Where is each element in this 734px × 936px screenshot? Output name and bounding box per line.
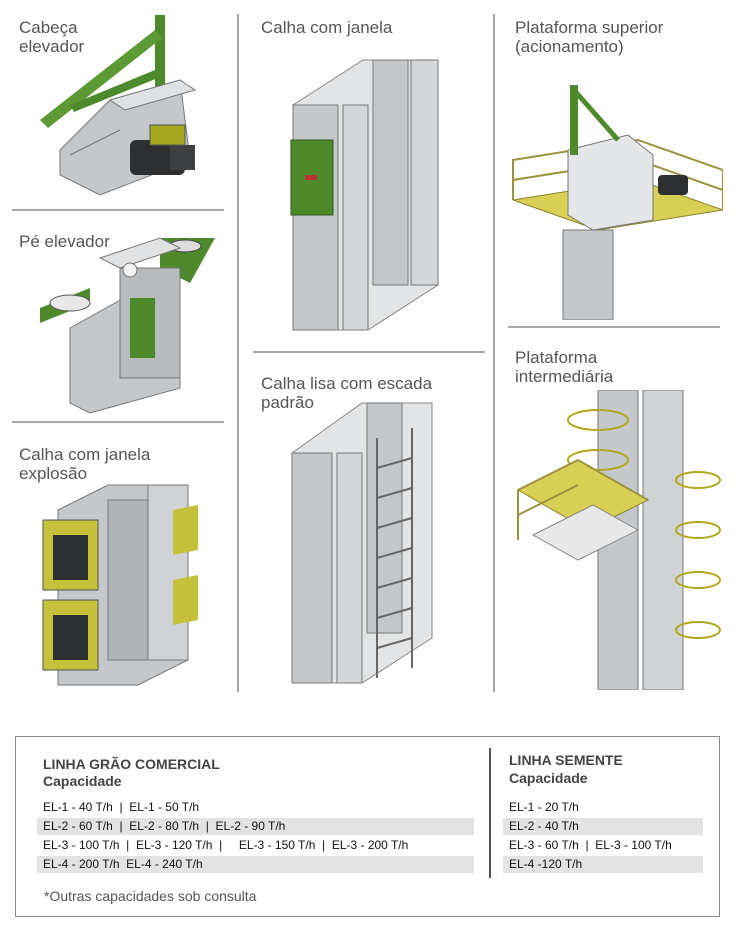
semente-title: LINHA SEMENTE	[509, 752, 623, 768]
divider-left-2	[12, 421, 224, 423]
graos-row-3: EL-3 - 100 T/h | EL-3 - 120 T/h | EL-3 -…	[43, 838, 409, 852]
semente-row-1: EL-1 - 20 T/h	[509, 800, 579, 814]
label-pe-elevador: Pé elevador	[19, 232, 110, 251]
label-plataforma-intermediaria: Plataforma intermediária	[515, 348, 614, 386]
graos-row-1: EL-1 - 40 T/h | EL-1 - 50 T/h	[43, 800, 200, 814]
graos-note: *Outras capacidades sob consulta	[44, 888, 257, 904]
semente-row-3: EL-3 - 60 T/h | EL-3 - 100 T/h	[509, 838, 672, 852]
label-calha-lisa: Calha lisa com escada padrão	[261, 374, 433, 412]
graos-subtitle: Capacidade	[43, 773, 122, 789]
divider-col-2	[493, 14, 495, 692]
graos-row-2: EL-2 - 60 T/h | EL-2 - 80 T/h | EL-2 - 9…	[37, 818, 474, 835]
label-calha-janela-explosao: Calha com janela explosão	[19, 445, 151, 483]
capacity-box-divider	[489, 748, 491, 878]
plataforma-superior-illustration	[512, 85, 723, 320]
graos-title: LINHA GRÃO COMERCIAL	[43, 756, 220, 772]
label-calha-janela: Calha com janela	[261, 18, 393, 37]
plataforma-intermediaria-illustration	[516, 390, 721, 690]
calha-janela-illustration	[290, 59, 439, 331]
divider-right	[508, 326, 720, 328]
pe-elevador-illustration	[40, 237, 215, 414]
semente-subtitle: Capacidade	[509, 770, 588, 786]
divider-mid	[253, 351, 485, 353]
semente-row-4: EL-4 -120 T/h	[503, 856, 703, 873]
divider-col-1	[237, 14, 239, 692]
semente-row-2: EL-2 - 40 T/h	[503, 818, 703, 835]
label-cabeca-elevador: Cabeça elevador	[19, 18, 85, 56]
calha-explosao-illustration	[42, 484, 198, 686]
calha-lisa-illustration	[291, 402, 433, 684]
divider-left-1	[12, 209, 224, 211]
graos-row-4: EL-4 - 200 T/h EL-4 - 240 T/h	[37, 856, 474, 873]
cabeca-elevador-illustration	[40, 15, 197, 196]
label-plataforma-superior: Plataforma superior (acionamento)	[515, 18, 664, 56]
